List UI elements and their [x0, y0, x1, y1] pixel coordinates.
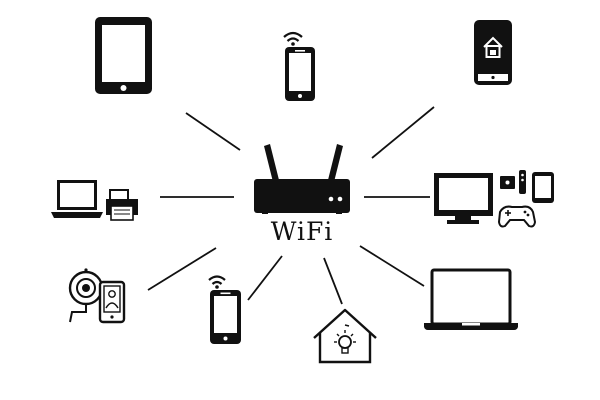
connector-smart-home [323, 257, 343, 305]
tablet-icon [95, 17, 152, 94]
connector-laptop [359, 245, 425, 287]
smartphone-wifi-bottom-icon [208, 275, 241, 344]
connector-camera [147, 247, 217, 291]
connector-tablet [185, 112, 241, 151]
hub-label: WiFi [271, 217, 334, 246]
wifi-router-icon [254, 144, 350, 214]
security-camera-icon [68, 268, 126, 324]
connector-secure-phone [371, 106, 435, 159]
smartphone-wifi-icon [283, 31, 315, 101]
smartphone-lock-icon [474, 20, 512, 85]
connector-phone-bottom [247, 255, 283, 301]
tv-console-icon [434, 170, 554, 228]
smart-home-icon [313, 308, 377, 364]
laptop-printer-icon [51, 180, 138, 221]
connector-lines [147, 106, 435, 305]
laptop-icon [424, 268, 518, 330]
wifi-router-hub: WiFi [254, 144, 350, 246]
